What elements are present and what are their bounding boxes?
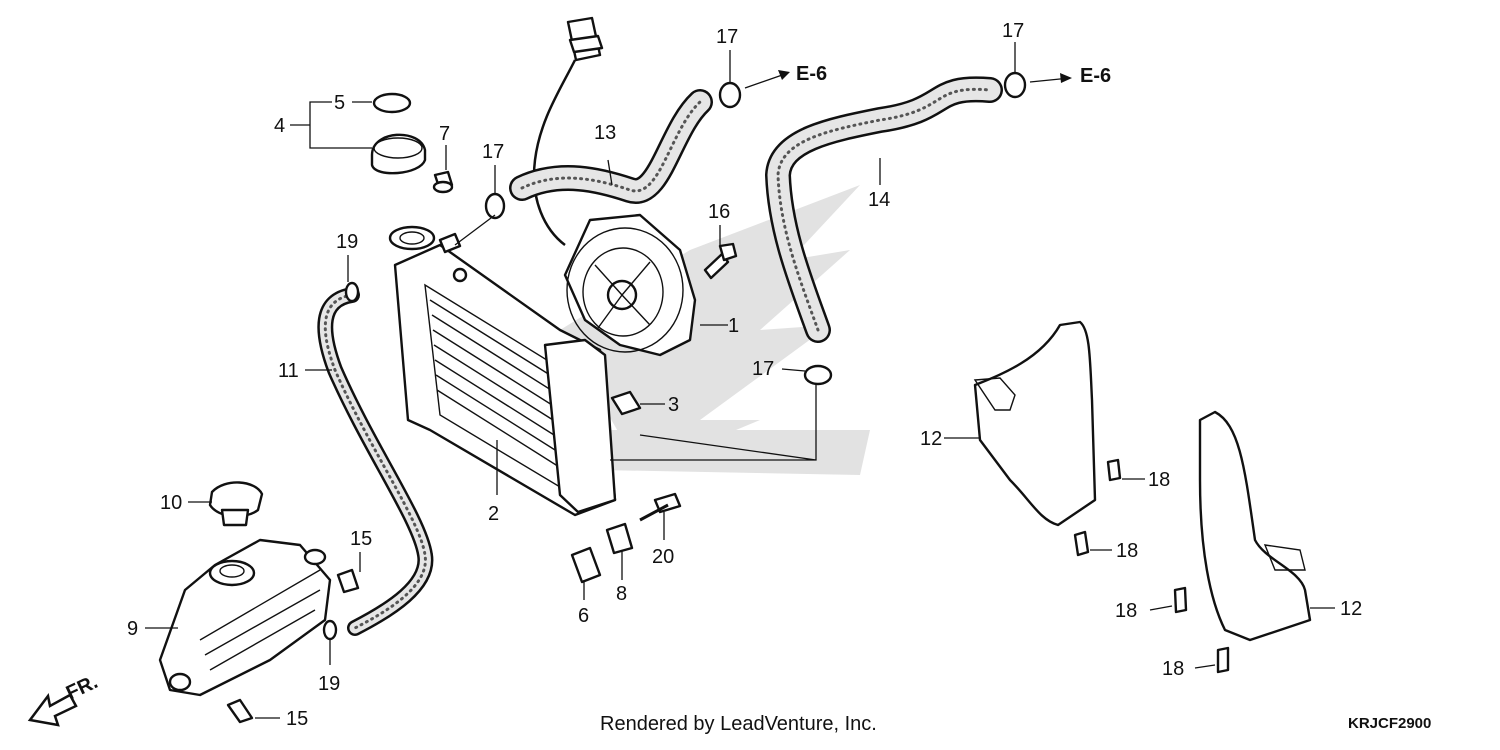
callout-4: 4	[274, 115, 285, 137]
reserve-tank	[158, 538, 332, 697]
callout-1: 1	[728, 315, 739, 337]
callout-19-upper: 19	[336, 231, 358, 253]
callout-17-e6-right: 17	[1002, 20, 1024, 42]
radiator-shrouds	[973, 320, 1312, 642]
callout-10: 10	[160, 492, 182, 514]
callout-20: 20	[652, 546, 674, 568]
radiator-hose-14	[765, 76, 1003, 343]
callout-14: 14	[868, 189, 890, 211]
leader-lines	[145, 42, 1335, 719]
callout-7: 7	[439, 123, 450, 145]
callout-18-d: 18	[1162, 658, 1184, 680]
callout-3: 3	[668, 394, 679, 416]
callout-15-lower: 15	[286, 708, 308, 730]
callout-2: 2	[488, 503, 499, 525]
reference-e6-left: E-6	[796, 63, 827, 85]
callout-17-e6-left: 17	[716, 26, 738, 48]
overflow-hose-11	[317, 287, 434, 636]
drain-bolt	[432, 170, 454, 194]
callout-13: 13	[594, 122, 616, 144]
callout-11: 11	[278, 360, 299, 382]
footer-credit: Rendered by LeadVenture, Inc.	[600, 713, 877, 735]
tank-cap	[208, 481, 264, 527]
reference-arrows	[744, 70, 1072, 89]
cooling-fan	[563, 213, 697, 357]
callout-labels: 1 2 3 4 5 6 7 8 9 10 11 12 12 13 14 15 1…	[127, 20, 1362, 730]
reference-e6-right: E-6	[1080, 65, 1111, 87]
callout-19-lower: 19	[318, 673, 340, 695]
callout-9: 9	[127, 618, 138, 640]
radiator-cap	[370, 92, 427, 175]
callout-12-left: 12	[920, 428, 942, 450]
hose-clips	[322, 281, 360, 641]
radiator	[388, 225, 617, 517]
shroud-screws	[1073, 458, 1230, 674]
callout-8: 8	[616, 583, 627, 605]
front-direction-indicator: FR.	[27, 671, 101, 727]
diagram-code: KRJCF2900	[1348, 715, 1431, 732]
radiator-bracket	[610, 390, 642, 416]
callout-18-c: 18	[1115, 600, 1137, 622]
callout-18-b: 18	[1116, 540, 1138, 562]
fan-bolt	[703, 242, 738, 280]
callout-15-upper: 15	[350, 528, 372, 550]
callout-6: 6	[578, 605, 589, 627]
tank-bolts	[226, 568, 360, 724]
callout-5: 5	[334, 92, 345, 114]
upper-hose-13	[509, 89, 713, 204]
mount-hardware	[570, 492, 682, 584]
callout-17-lower: 17	[752, 358, 774, 380]
fan-wire	[532, 16, 604, 246]
callout-16: 16	[708, 201, 730, 223]
callout-12-right: 12	[1340, 598, 1362, 620]
callout-17-radiator: 17	[482, 141, 504, 163]
callout-18-a: 18	[1148, 469, 1170, 491]
clamps	[484, 71, 1027, 386]
